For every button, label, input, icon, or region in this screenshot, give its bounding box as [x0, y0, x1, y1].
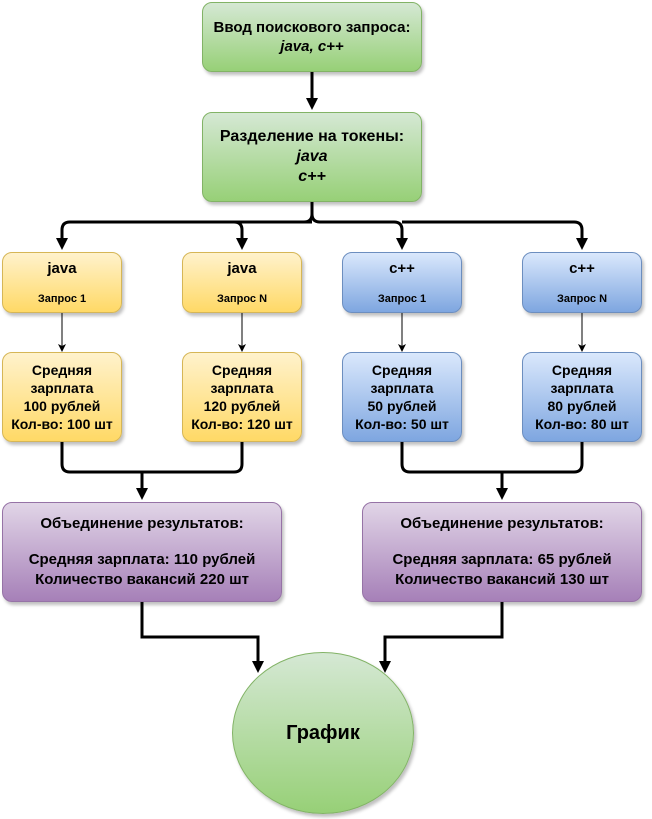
query-node: c++ Запрос 1: [342, 252, 462, 313]
result-salary: 120 рублей: [203, 398, 281, 414]
result-salary: 100 рублей: [23, 398, 101, 414]
token: c++: [389, 260, 415, 277]
result-salary: 80 рублей: [547, 398, 617, 414]
result-count: Кол-во: 100 шт: [11, 416, 113, 432]
result-count: Кол-во: 120 шт: [191, 416, 293, 432]
result-line: Средняя: [211, 362, 273, 378]
chart-label: График: [286, 721, 360, 744]
token: c++: [298, 168, 326, 185]
result-line: Средняя: [551, 362, 613, 378]
merge-node: Объединение результатов: Средняя зарплата…: [362, 502, 642, 602]
result-line: зарплата: [30, 380, 94, 396]
merge-count: Количество вакансий 130 шт: [395, 571, 609, 588]
merge-title: Объединение результатов:: [40, 515, 244, 532]
node-title: Ввод поискового запроса:: [213, 19, 411, 36]
query-text: java, c++: [280, 38, 344, 55]
result-count: Кол-во: 50 шт: [355, 416, 449, 432]
query-label: Запрос 1: [377, 293, 427, 305]
merge-node: Объединение результатов: Средняя зарплата…: [2, 502, 282, 602]
merge-title: Объединение результатов:: [400, 515, 604, 532]
merge-salary: Средняя зарплата: 65 рублей: [392, 551, 612, 568]
result-count: Кол-во: 80 шт: [535, 416, 629, 432]
merge-count: Количество вакансий 220 шт: [35, 571, 249, 588]
result-line: зарплата: [210, 380, 274, 396]
arrow-tokens-cpp1: [310, 213, 408, 250]
search-input-node: Ввод поискового запроса: java, c++: [202, 2, 422, 72]
tokenize-node: Разделение на токены: java c++: [202, 112, 422, 202]
query-label: Запрос N: [556, 293, 608, 305]
node-title: Разделение на токены:: [219, 128, 405, 145]
arrow-merge-left: [60, 442, 244, 494]
result-line: зарплата: [370, 380, 434, 396]
chart-node: График: [232, 652, 414, 814]
result-salary: 50 рублей: [367, 398, 437, 414]
result-line: Средняя: [371, 362, 433, 378]
arrow-right-to-chart: [379, 602, 504, 673]
arrow-left-to-chart: [140, 602, 264, 673]
query-node: c++ Запрос N: [522, 252, 642, 313]
arrow-tokens-javaN: [233, 220, 312, 250]
query-label: Запрос N: [216, 293, 268, 305]
arrow-merge-right: [400, 442, 584, 494]
token: java: [227, 260, 257, 277]
token: c++: [569, 260, 595, 277]
token: java: [47, 260, 77, 277]
result-line: зарплата: [550, 380, 614, 396]
merge-salary: Средняя зарплата: 110 рублей: [28, 551, 256, 568]
arrow-tokens-cppN: [402, 220, 588, 250]
token: java: [296, 148, 328, 165]
result-line: Средняя: [31, 362, 93, 378]
query-label: Запрос 1: [37, 293, 87, 305]
